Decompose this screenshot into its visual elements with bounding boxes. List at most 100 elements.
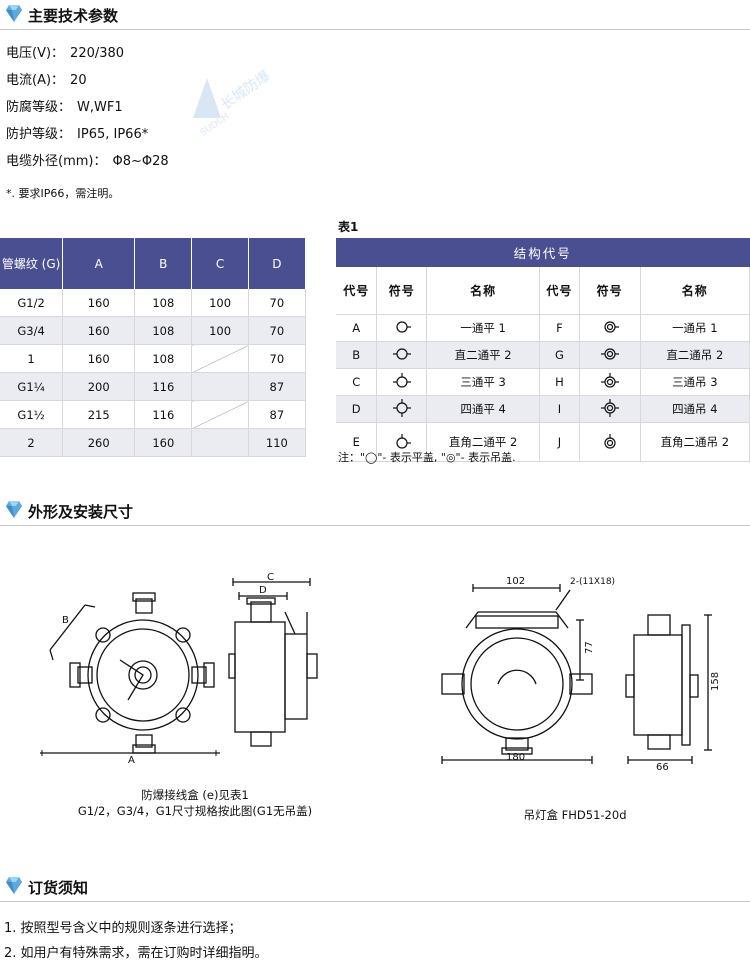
watermark-logo: 长城防爆 SUDCH bbox=[193, 68, 273, 138]
table-cell-empty bbox=[191, 428, 249, 457]
divider bbox=[0, 525, 750, 526]
name-cell: 三通平 3 bbox=[426, 368, 541, 396]
drawing-caption: 防爆接线盒 (e)见表1 bbox=[141, 788, 249, 802]
spec-anticorrosion: 防腐等级： W,WF1 bbox=[6, 96, 123, 115]
table-cell: 116 bbox=[134, 400, 193, 429]
dimension-label: A bbox=[128, 755, 135, 765]
spec-current: 电流(A)：20 bbox=[6, 69, 87, 88]
dimension-label: B bbox=[62, 615, 69, 626]
table-cell: 70 bbox=[248, 316, 307, 345]
spec-label: 防腐等级： bbox=[6, 100, 72, 115]
table-cell: G1¼ bbox=[0, 372, 64, 401]
dimension-label: C bbox=[267, 572, 274, 583]
spec-voltage: 电压(V)：220/380 bbox=[6, 42, 124, 61]
table-cell: 215 bbox=[62, 400, 136, 429]
table-cell: 1 bbox=[0, 344, 64, 373]
symbol-straight-two-way-hanging bbox=[579, 341, 641, 369]
symbol-four-way-hanging bbox=[579, 395, 641, 423]
table-row: A 一通平 1 F 一通吊 1 bbox=[336, 314, 750, 342]
name-cell: 四通吊 4 bbox=[640, 395, 750, 423]
section-header-specs: 主要技术参数 bbox=[0, 0, 750, 30]
spec-value: Φ8~Φ28 bbox=[112, 154, 169, 169]
name-cell: 直角二通吊 2 bbox=[640, 422, 750, 462]
name-cell: 一通平 1 bbox=[426, 314, 541, 342]
symbol-four-way-flat bbox=[376, 395, 428, 423]
lamp-box-front-drawing: 102 2-(11X18) 77 180 bbox=[441, 576, 615, 764]
spec-protection: 防护等级：IP65, IP66* bbox=[6, 123, 148, 142]
code-cell: G bbox=[539, 341, 580, 369]
table-cell: 160 bbox=[62, 344, 136, 373]
junction-box-side-drawing: C D bbox=[228, 572, 318, 747]
spec-value: 20 bbox=[70, 73, 87, 88]
code-cell: A bbox=[336, 314, 378, 342]
table-header: A bbox=[62, 238, 136, 289]
table-cell: 70 bbox=[248, 344, 307, 373]
symbol-one-way-hanging bbox=[579, 314, 641, 342]
table-header: 符号 bbox=[579, 267, 641, 315]
section-title: 订货须知 bbox=[28, 879, 89, 897]
order-note: 2. 如用户有特殊需求，需在订购时详细指明。 bbox=[4, 946, 268, 961]
symbol-one-way-flat bbox=[376, 314, 428, 342]
section-title: 主要技术参数 bbox=[28, 7, 119, 25]
structure-note: 注："◯"- 表示平盖, "◎"- 表示吊盖. bbox=[338, 451, 516, 464]
table-title: 结构代号 bbox=[336, 238, 750, 267]
table-cell: G3/4 bbox=[0, 316, 64, 345]
code-cell: E bbox=[336, 422, 378, 462]
table-cell-empty bbox=[191, 400, 249, 429]
table-cell: 70 bbox=[248, 289, 307, 317]
table-cell: 100 bbox=[191, 289, 249, 317]
table-row: E 直角二通平 2 J 直角二通吊 2 bbox=[336, 422, 750, 462]
table-header: 代号 bbox=[539, 267, 580, 315]
table-row: B 直二通平 2 G 直二通吊 2 bbox=[336, 341, 750, 369]
dimension-label: 77 bbox=[584, 641, 595, 654]
diamond-icon bbox=[6, 877, 22, 894]
table-header: 名称 bbox=[640, 267, 750, 315]
spec-label: 电缆外径(mm)： bbox=[6, 154, 107, 169]
dimension-label: D bbox=[259, 585, 267, 596]
table-cell-empty bbox=[191, 372, 249, 401]
table-cell: 116 bbox=[134, 372, 193, 401]
name-cell: 直二通平 2 bbox=[426, 341, 541, 369]
table-cell: 160 bbox=[62, 289, 136, 317]
table-cell: 108 bbox=[134, 344, 193, 373]
name-cell: 四通平 4 bbox=[426, 395, 541, 423]
name-cell: 一通吊 1 bbox=[640, 314, 750, 342]
name-cell: 直二通吊 2 bbox=[640, 341, 750, 369]
table-cell-empty bbox=[191, 344, 249, 373]
spec-label: 电压(V)： bbox=[6, 46, 65, 61]
name-cell: 三通吊 3 bbox=[640, 368, 750, 396]
table-cell: 100 bbox=[191, 316, 249, 345]
structure-code-table: 结构代号 代号 符号 名称 代号 符号 名称 A 一通平 1 F 一通吊 1 B… bbox=[336, 238, 750, 462]
drawing-caption: 吊灯盒 FHD51-20d bbox=[523, 808, 627, 822]
drawing-caption: G1/2，G3/4，G1尺寸规格按此图(G1无吊盖) bbox=[77, 804, 313, 818]
code-cell: B bbox=[336, 341, 378, 369]
spec-cable-diameter: 电缆外径(mm)： Φ8~Φ28 bbox=[6, 150, 169, 169]
diamond-icon bbox=[6, 501, 22, 518]
table-header: C bbox=[191, 238, 249, 289]
code-cell: J bbox=[539, 422, 580, 462]
table-row: C 三通平 3 H 三通吊 3 bbox=[336, 368, 750, 396]
section-title: 外形及安装尺寸 bbox=[28, 503, 134, 521]
table-cell: G1/2 bbox=[0, 289, 64, 317]
divider bbox=[0, 29, 750, 30]
code-cell: D bbox=[336, 395, 378, 423]
table-cell: 87 bbox=[248, 400, 307, 429]
table-row: D 四通平 4 I 四通吊 4 bbox=[336, 395, 750, 423]
section-header-dimensions: 外形及安装尺寸 bbox=[0, 496, 750, 526]
symbol-straight-two-way-flat bbox=[376, 341, 428, 369]
table-cell: 110 bbox=[248, 428, 307, 457]
table-cell: 160 bbox=[134, 428, 193, 457]
dimension-label: 2-(11X18) bbox=[570, 577, 615, 587]
specs-note: *. 要求IP66，需注明。 bbox=[6, 187, 120, 200]
table-cell: 108 bbox=[134, 289, 193, 317]
spec-value: W,WF1 bbox=[77, 100, 123, 115]
symbol-three-way-hanging bbox=[579, 368, 641, 396]
table-header: 名称 bbox=[426, 267, 541, 315]
table-header: 代号 bbox=[336, 267, 378, 315]
table-cell: 200 bbox=[62, 372, 136, 401]
